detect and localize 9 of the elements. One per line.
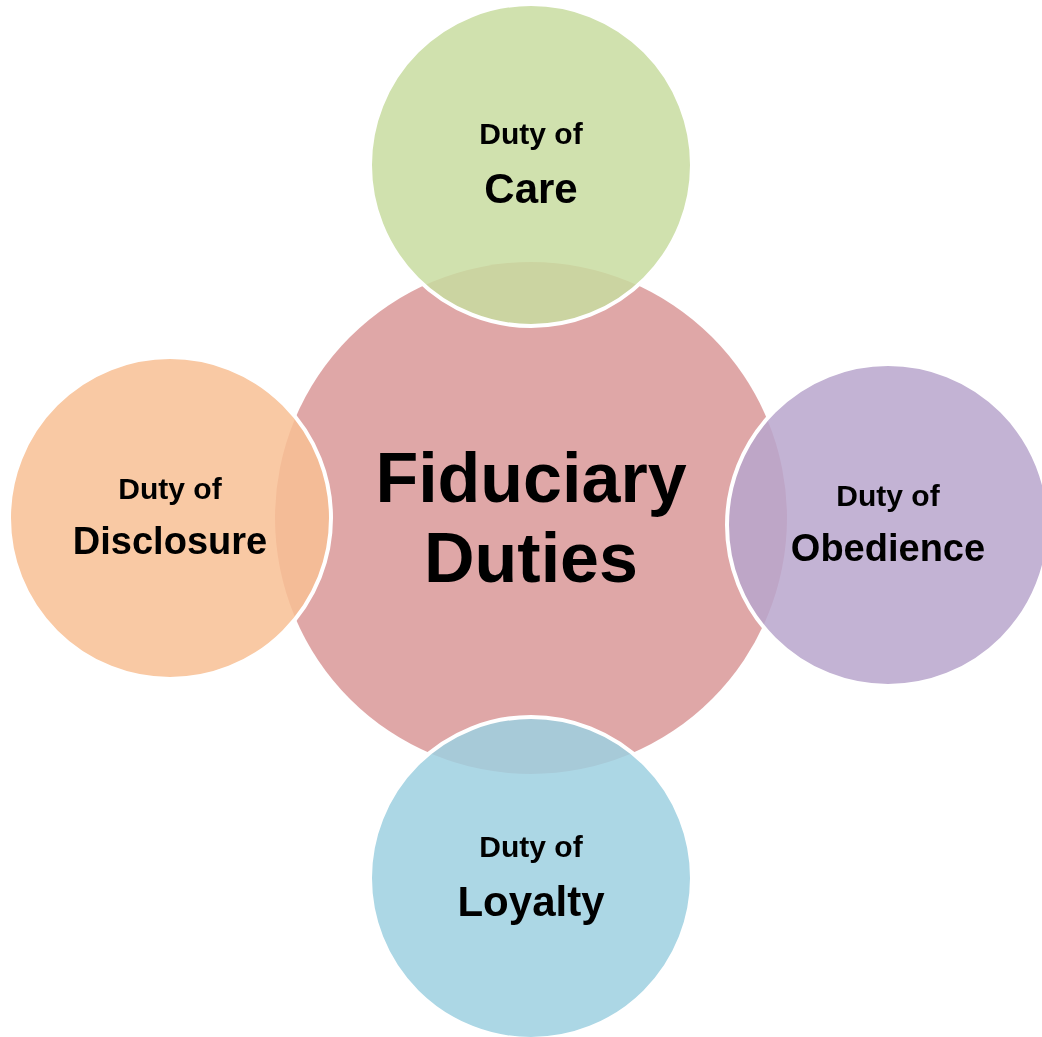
hub-title: Fiduciary Duties (374, 437, 688, 599)
duty-prefix: Duty of (836, 478, 940, 514)
duty-prefix: Duty of (118, 471, 222, 507)
duty-prefix: Duty of (479, 829, 583, 865)
duty-name: Obedience (790, 527, 986, 572)
duty-name: Loyalty (457, 878, 605, 927)
duty-prefix: Duty of (479, 116, 583, 152)
duty-name: Disclosure (72, 520, 268, 565)
duty-name: Care (484, 165, 578, 214)
